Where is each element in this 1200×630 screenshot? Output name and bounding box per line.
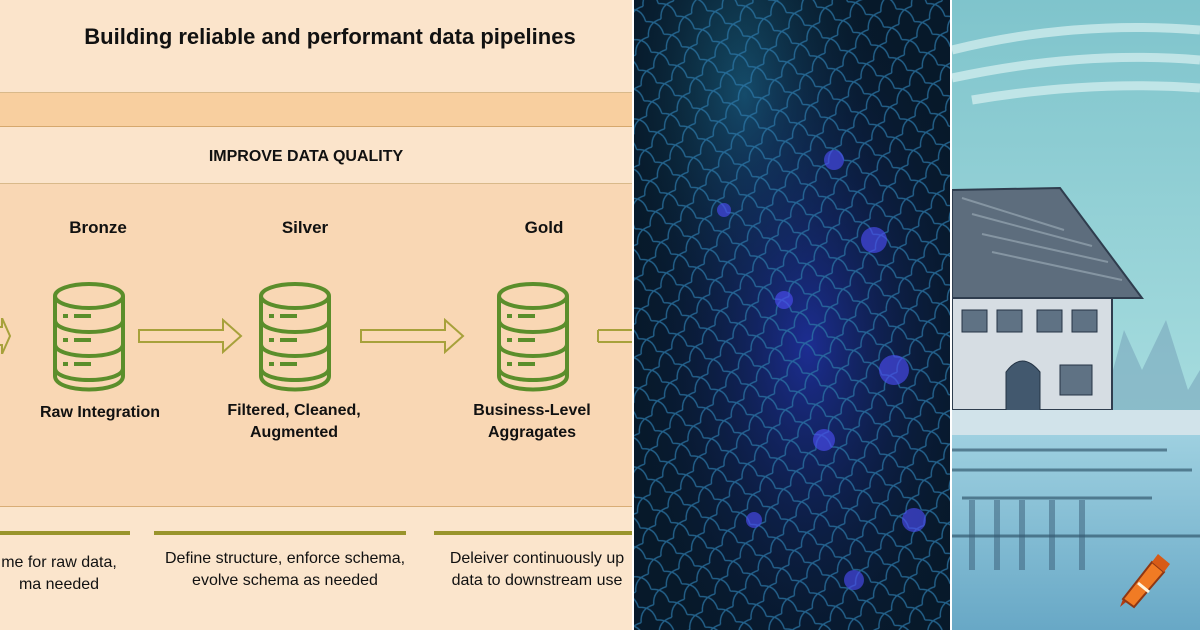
silver-footer-line-2: evolve schema as needed: [192, 572, 378, 589]
arrow-gold-out-icon: [597, 329, 632, 343]
title-band: [0, 0, 632, 93]
blue-digital-mesh-image: [634, 0, 950, 630]
bronze-database-icon: [53, 282, 125, 392]
bronze-footer-line: [0, 531, 130, 535]
bronze-description: Raw Integration: [39, 404, 160, 421]
gold-footer-line: [434, 531, 632, 535]
sketch-of-house-by-water-image: [952, 0, 1200, 630]
layer-band: [0, 184, 632, 507]
arrow-bronze-to-silver-icon: [138, 318, 243, 354]
data-pipeline-diagram: Building reliable and performant data pi…: [0, 0, 632, 630]
bronze-stage-label: Bronze: [69, 218, 127, 237]
quality-band: [0, 127, 632, 184]
gold-description: Business-Level Aggragates: [473, 402, 591, 441]
gold-footer-line-1: Deleiver continuously up: [449, 550, 625, 567]
arrow-silver-to-gold-icon: [360, 318, 465, 354]
silver-footer-line: [154, 531, 406, 535]
silver-stage-label: Silver: [281, 218, 329, 237]
gold-stage-label: Gold: [524, 218, 564, 237]
silver-footer-line-1: Define structure, enforce schema,: [164, 550, 406, 567]
silver-footer-text: Define structure, enforce schema, evolve…: [150, 548, 420, 592]
bronze-footer-text: me for raw data, ma needed: [0, 552, 154, 596]
gold-database-icon: [497, 282, 569, 392]
left-edge-arrow-icon: [0, 318, 12, 354]
bronze-footer-line-1: me for raw data,: [1, 554, 117, 571]
bronze-footer-line-2: ma needed: [18, 576, 100, 593]
diagram-title: Building reliable and performant data pi…: [84, 24, 576, 49]
silver-description: Filtered, Cleaned, Augmented: [227, 402, 361, 441]
silver-database-icon: [259, 282, 331, 392]
gold-footer-text: Deleiver continuously up data to downstr…: [432, 548, 632, 592]
orange-divider-band: [0, 93, 632, 127]
quality-heading: IMPROVE DATA QUALITY: [208, 148, 404, 165]
crayon-icon: [1120, 554, 1170, 609]
gold-footer-line-2: data to downstream use: [451, 572, 623, 589]
